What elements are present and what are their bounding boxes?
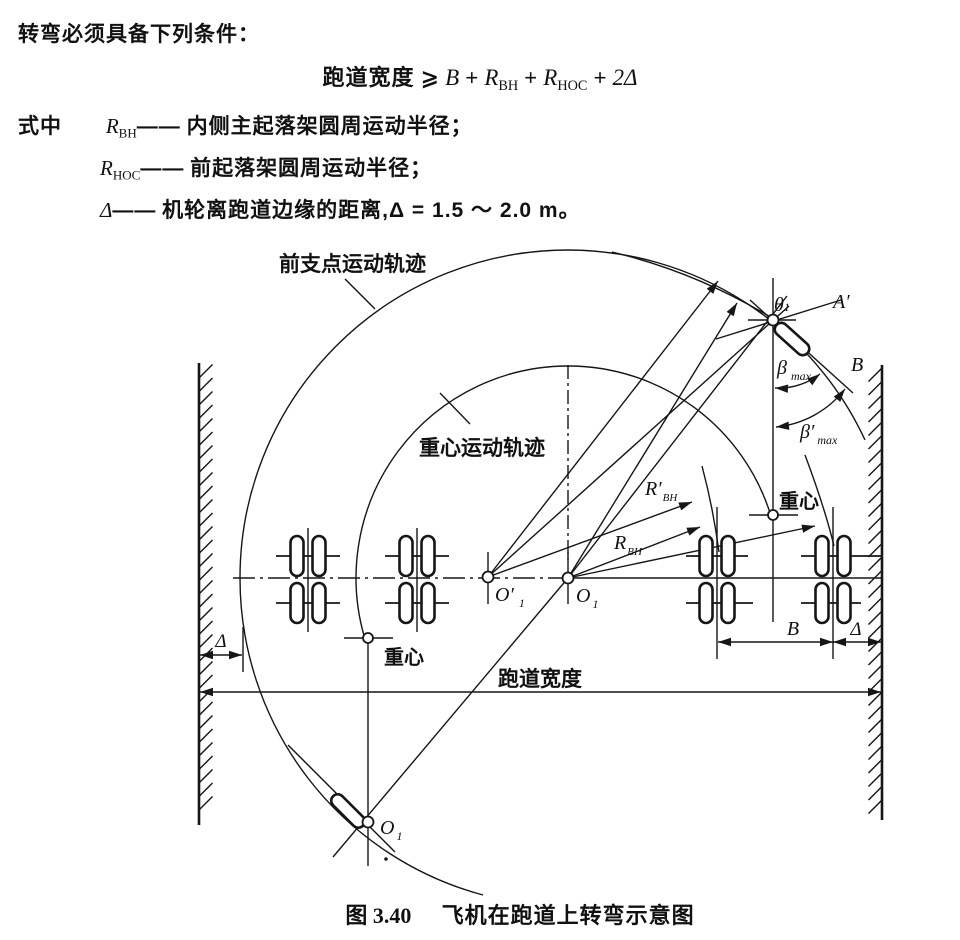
radius-arrow-o1-nose bbox=[567, 302, 738, 579]
runway-width-formula: 跑道宽度 ⩾ B + RBH + RHOC + 2Δ bbox=[0, 60, 960, 95]
radius-arrow-r-bh bbox=[567, 526, 701, 579]
plus-sign: + bbox=[593, 65, 607, 90]
dim-delta-left-label: Δ bbox=[214, 631, 226, 652]
main-gear-bogies bbox=[276, 507, 882, 659]
r-bh-label: RBH bbox=[613, 532, 643, 558]
theta1-label: θ1 bbox=[774, 294, 790, 316]
cg-right-label: 重心 bbox=[779, 490, 819, 513]
inner-main-gear-arc bbox=[701, 465, 720, 553]
formula-term-2delta: 2Δ bbox=[612, 65, 638, 90]
geq-sign: ⩾ bbox=[420, 66, 440, 91]
beta-prime-max-label: β′max bbox=[799, 421, 838, 447]
gear-wheel bbox=[398, 534, 414, 578]
bottom-contact-point bbox=[361, 815, 375, 829]
dash: —— bbox=[112, 199, 157, 222]
formula-term-rbh: RBH bbox=[484, 65, 519, 94]
top-nose-wheel bbox=[773, 321, 811, 357]
outer-main-gear-arc bbox=[804, 454, 835, 547]
turn-center-o1 bbox=[561, 571, 575, 585]
line-oprime-to-nose-contact bbox=[487, 305, 790, 578]
definition-row-delta: Δ—— 机轮离跑道边缘的距离,Δ = 1.5 ～ 2.0 m。 bbox=[100, 194, 581, 224]
small-dot bbox=[384, 857, 388, 861]
gear-wheel bbox=[720, 581, 736, 625]
left-edge-hatching bbox=[198, 364, 213, 811]
runway-width-label: 跑道宽度 bbox=[498, 667, 582, 691]
gear-wheel bbox=[420, 581, 436, 625]
gear-wheel bbox=[836, 534, 852, 578]
front-trajectory-leader bbox=[344, 278, 376, 310]
dash: —— bbox=[140, 157, 185, 180]
left-runway-edge bbox=[197, 363, 213, 825]
gear-wheel bbox=[398, 581, 414, 625]
gear-wheel bbox=[698, 581, 714, 625]
figure-number: 图 3.40 bbox=[345, 903, 412, 928]
dash: —— bbox=[136, 115, 181, 138]
cg-trajectory-label: 重心运动轨迹 bbox=[419, 436, 545, 460]
beta-max-angle-arc bbox=[774, 373, 821, 393]
cg-trajectory-arc bbox=[355, 365, 772, 640]
cg-left-label: 重心 bbox=[384, 646, 424, 669]
r-prime-bh-label: R′BH bbox=[644, 478, 678, 504]
nose-gear-trajectory-inner-arc bbox=[611, 251, 773, 319]
gear-wheel bbox=[289, 581, 305, 625]
gear-wheel bbox=[311, 581, 327, 625]
b-corner-label: B bbox=[851, 354, 863, 376]
dim-b-label: B bbox=[787, 618, 799, 640]
delta-symbol: Δ bbox=[100, 198, 113, 222]
beta-prime-max-angle-arc bbox=[775, 388, 846, 430]
cg-left-point bbox=[362, 632, 374, 644]
defs-prefix: 式中 bbox=[18, 115, 62, 138]
definition-row-rbh: 式中 RBH—— 内侧主起落架圆周运动半径； bbox=[18, 110, 473, 142]
right-runway-edge bbox=[868, 365, 884, 820]
a-prime-label: A′ bbox=[831, 291, 850, 313]
gear-wheel bbox=[289, 534, 305, 578]
formula-lhs: 跑道宽度 bbox=[322, 65, 415, 90]
radius-arrow-outer-gear bbox=[567, 524, 816, 579]
plus-sign: + bbox=[465, 65, 479, 90]
rhoc-symbol: RHOC bbox=[100, 156, 141, 183]
cg-right-point bbox=[767, 509, 779, 521]
gear-wheel bbox=[814, 534, 830, 578]
plus-sign: + bbox=[524, 65, 538, 90]
formula-term-rhoc: RHOC bbox=[543, 65, 588, 94]
nose-contact-point bbox=[766, 313, 780, 327]
bottom-nose-wheel bbox=[329, 792, 367, 830]
cg-trajectory-leader bbox=[439, 392, 471, 425]
figure-title: 飞机在跑道上转弯示意图 bbox=[441, 903, 695, 928]
gear-wheel bbox=[311, 534, 327, 578]
gear-wheel bbox=[420, 534, 436, 578]
rbh-definition-text: 内侧主起落架圆周运动半径； bbox=[186, 115, 473, 138]
dim-delta-right-label: Δ bbox=[849, 619, 861, 640]
front-trajectory-label: 前支点运动轨迹 bbox=[279, 252, 426, 276]
radius-arrow-r-prime-bh bbox=[487, 501, 693, 578]
radius-arrow-oprime-nose bbox=[487, 280, 719, 578]
gear-wheel bbox=[720, 534, 736, 578]
condition-statement: 转弯必须具备下列条件： bbox=[18, 23, 260, 46]
right-edge-hatching bbox=[868, 367, 883, 814]
delta-definition-text: 机轮离跑道边缘的距离,Δ = 1.5 ～ 2.0 m。 bbox=[162, 199, 581, 222]
gear-wheel bbox=[814, 581, 830, 625]
definition-row-rhoc: RHOC—— 前起落架圆周运动半径； bbox=[100, 152, 432, 184]
line-o1-to-nose-contact bbox=[567, 295, 788, 579]
rbh-symbol: RBH bbox=[105, 114, 137, 141]
gear-wheel bbox=[836, 581, 852, 625]
turn-center-o-prime bbox=[481, 570, 495, 584]
gear-wheel bbox=[698, 534, 714, 578]
formula-term-b: B bbox=[445, 65, 460, 90]
line-o1-to-bottom-wheel bbox=[332, 577, 569, 858]
o-prime-label: O′1 bbox=[495, 584, 525, 610]
rhoc-definition-text: 前起落架圆周运动半径； bbox=[190, 157, 433, 180]
figure-caption: 图 3.40 飞机在跑道上转弯示意图 bbox=[40, 898, 960, 930]
